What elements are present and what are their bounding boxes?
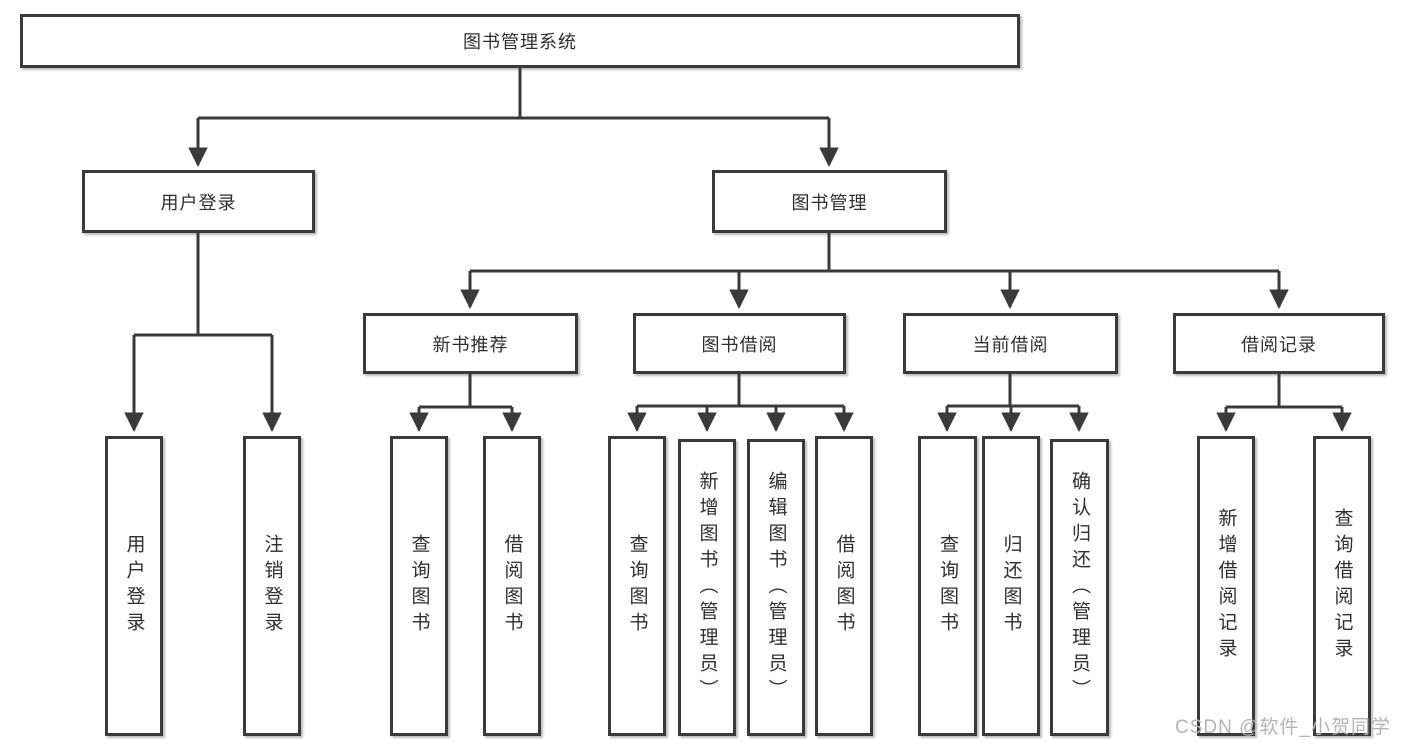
leaf-confirm-return-admin: 确认归还（管理员）	[1050, 439, 1109, 736]
csdn-watermark: CSDN @软件_小贺同学	[1175, 717, 1391, 738]
leaf-query-borrow-record: 查询借阅记录	[1313, 436, 1371, 736]
leaf-borrow-book: 借阅图书	[815, 436, 873, 736]
leaf-user-login-label: 用户登录	[123, 534, 145, 638]
node-user-login: 用户登录	[82, 170, 315, 233]
node-user-login-label: 用户登录	[160, 192, 237, 213]
leaf-current-query: 查询图书	[918, 436, 977, 736]
leaf-newbook-borrow-label: 借阅图书	[501, 534, 523, 638]
node-new-book-recommend-label: 新书推荐	[432, 334, 509, 355]
node-book-management-label: 图书管理	[791, 192, 868, 213]
leaf-add-borrow-record-label: 新增借阅记录	[1215, 508, 1237, 664]
leaf-logout-label: 注销登录	[261, 534, 283, 638]
leaf-confirm-return-admin-label: 确认归还（管理员）	[1069, 470, 1090, 705]
leaf-add-book-admin: 新增图书（管理员）	[678, 439, 736, 736]
node-borrowing-records: 借阅记录	[1173, 313, 1385, 374]
leaf-add-book-admin-label: 新增图书（管理员）	[696, 470, 718, 705]
leaf-current-query-label: 查询图书	[937, 534, 958, 638]
node-root-label: 图书管理系统	[463, 32, 577, 52]
node-current-borrowing: 当前借阅	[903, 313, 1118, 374]
leaf-query-borrow-record-label: 查询借阅记录	[1331, 508, 1353, 664]
leaf-edit-book-admin: 编辑图书（管理员）	[747, 439, 805, 736]
leaf-newbook-query-label: 查询图书	[408, 534, 430, 638]
leaf-newbook-borrow: 借阅图书	[483, 436, 541, 736]
leaf-logout: 注销登录	[243, 436, 301, 736]
leaf-edit-book-admin-label: 编辑图书（管理员）	[765, 470, 787, 705]
leaf-borrow-book-label: 借阅图书	[833, 534, 855, 638]
node-book-borrowing: 图书借阅	[633, 313, 846, 374]
leaf-borrow-query-label: 查询图书	[626, 534, 648, 638]
node-book-borrowing-label: 图书借阅	[701, 334, 778, 355]
node-current-borrowing-label: 当前借阅	[972, 334, 1049, 355]
leaf-newbook-query: 查询图书	[390, 436, 448, 736]
leaf-borrow-query: 查询图书	[608, 436, 666, 736]
node-root: 图书管理系统	[20, 14, 1020, 68]
node-borrowing-records-label: 借阅记录	[1241, 334, 1317, 355]
leaf-return-book: 归还图书	[982, 436, 1040, 736]
leaf-add-borrow-record: 新增借阅记录	[1197, 436, 1255, 736]
node-book-management: 图书管理	[712, 170, 947, 233]
leaf-user-login: 用户登录	[105, 436, 163, 736]
node-new-book-recommend: 新书推荐	[363, 313, 578, 374]
leaf-return-book-label: 归还图书	[1000, 534, 1022, 638]
